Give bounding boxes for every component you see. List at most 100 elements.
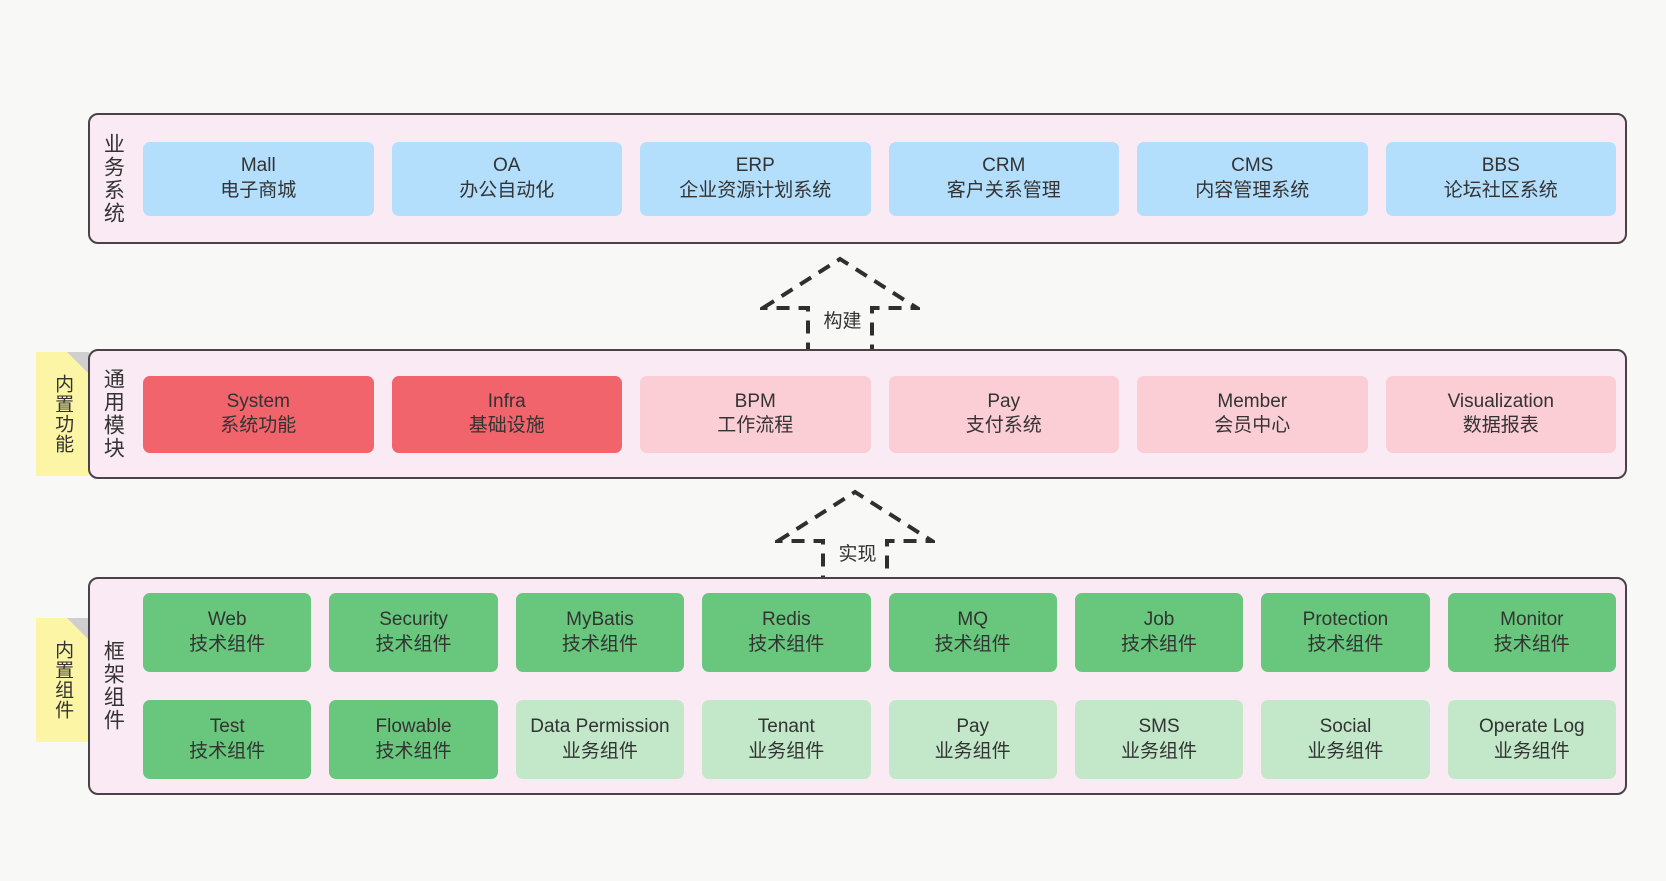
- card-subtitle: 支付系统: [965, 415, 1042, 436]
- card-slot: CRM 客户关系管理: [880, 115, 1129, 242]
- card-protection[interactable]: Protection 技术组件: [1261, 593, 1430, 672]
- card-redis[interactable]: Redis 技术组件: [702, 593, 871, 672]
- card-mybatis[interactable]: MyBatis 技术组件: [515, 593, 685, 672]
- card-slot: Data Permission 业务组件: [507, 700, 693, 779]
- card-visualization[interactable]: Visualization 数据报表: [1385, 375, 1616, 453]
- card-slot: Flowable 技术组件: [320, 700, 506, 779]
- card-title: Redis: [762, 609, 811, 631]
- layer-label-framework-components: 框架组件: [101, 640, 125, 732]
- card-title: Test: [209, 716, 245, 738]
- card-subtitle: 基础设施: [468, 415, 545, 436]
- framework-row-technical: Web 技术组件 Security 技术组件 MyBatis 技术组件: [134, 579, 1625, 686]
- card-title: System: [226, 390, 290, 412]
- card-slot: Test 技术组件: [134, 700, 320, 779]
- card-subtitle: 系统功能: [220, 415, 297, 436]
- card-slot: OA 办公自动化: [383, 115, 632, 242]
- card-pay-component[interactable]: Pay 业务组件: [888, 700, 1057, 779]
- card-subtitle: 业务组件: [1307, 740, 1384, 762]
- card-job[interactable]: Job 技术组件: [1074, 593, 1244, 672]
- note-fold-corner-icon: [67, 352, 89, 374]
- arrow-implement-label: 实现: [838, 544, 877, 565]
- common-modules-card-row: System 系统功能 Infra 基础设施 BPM 工作流程 Pay: [134, 351, 1625, 477]
- card-social[interactable]: Social 业务组件: [1261, 700, 1430, 779]
- card-title: Data Permission: [530, 716, 670, 738]
- card-subtitle: 论坛社区系统: [1443, 179, 1558, 201]
- card-slot: Security 技术组件: [320, 593, 506, 672]
- layer-framework-components: 框架组件 Web 技术组件 Security 技术组件: [88, 577, 1627, 795]
- card-title: CRM: [982, 155, 1026, 177]
- card-bbs[interactable]: BBS 论坛社区系统: [1385, 141, 1616, 216]
- card-slot: Visualization 数据报表: [1377, 351, 1626, 477]
- card-slot: Web 技术组件: [134, 593, 320, 672]
- card-title: Monitor: [1500, 609, 1564, 631]
- card-title: ERP: [735, 155, 775, 177]
- card-pay-module[interactable]: Pay 支付系统: [888, 375, 1119, 453]
- card-title: Pay: [987, 390, 1021, 412]
- card-slot: System 系统功能: [134, 351, 383, 477]
- card-cms[interactable]: CMS 内容管理系统: [1137, 141, 1368, 216]
- card-subtitle: 技术组件: [189, 740, 266, 762]
- arrow-build-label: 构建: [823, 311, 862, 332]
- card-subtitle: 技术组件: [375, 633, 452, 655]
- card-bpm[interactable]: BPM 工作流程: [640, 375, 871, 453]
- card-subtitle: 会员中心: [1214, 415, 1291, 436]
- card-crm[interactable]: CRM 客户关系管理: [888, 141, 1119, 216]
- card-title: Job: [1143, 609, 1175, 631]
- framework-row-business: Test 技术组件 Flowable 技术组件 Data Permission …: [134, 686, 1625, 793]
- card-mq[interactable]: MQ 技术组件: [888, 593, 1057, 672]
- card-oa[interactable]: OA 办公自动化: [391, 141, 622, 216]
- card-slot: Mall 电子商城: [134, 115, 383, 242]
- card-subtitle: 业务组件: [748, 740, 825, 762]
- business-systems-card-row: Mall 电子商城 OA 办公自动化 ERP 企业资源计划系统 CRM: [134, 115, 1625, 242]
- card-title: Protection: [1302, 609, 1389, 631]
- card-data-permission[interactable]: Data Permission 业务组件: [515, 700, 685, 779]
- card-title: CMS: [1231, 155, 1274, 177]
- card-slot: BBS 论坛社区系统: [1377, 115, 1626, 242]
- card-subtitle: 技术组件: [748, 633, 825, 655]
- layer-common-modules: 通用模块 System 系统功能 Infra 基础设施 BPM 工作流程: [88, 349, 1627, 479]
- card-title: BBS: [1481, 155, 1520, 177]
- card-system[interactable]: System 系统功能: [143, 375, 374, 453]
- card-slot: Pay 支付系统: [880, 351, 1129, 477]
- card-erp[interactable]: ERP 企业资源计划系统: [640, 141, 871, 216]
- card-title: OA: [493, 155, 521, 177]
- card-slot: Pay 业务组件: [880, 700, 1066, 779]
- card-operate-log[interactable]: Operate Log 业务组件: [1447, 700, 1616, 779]
- card-subtitle: 业务组件: [561, 740, 638, 762]
- card-tenant[interactable]: Tenant 业务组件: [702, 700, 871, 779]
- card-subtitle: 技术组件: [189, 633, 266, 655]
- card-member[interactable]: Member 会员中心: [1137, 375, 1368, 453]
- card-monitor[interactable]: Monitor 技术组件: [1447, 593, 1616, 672]
- card-title: Operate Log: [1478, 716, 1585, 738]
- card-slot: Protection 技术组件: [1252, 593, 1438, 672]
- arrow-implement-glyph: [775, 489, 935, 586]
- card-flowable[interactable]: Flowable 技术组件: [329, 700, 498, 779]
- card-subtitle: 企业资源计划系统: [679, 179, 832, 201]
- card-slot: MQ 技术组件: [880, 593, 1066, 672]
- card-subtitle: 客户关系管理: [946, 179, 1061, 201]
- note-label: 内置功能: [52, 374, 74, 454]
- card-subtitle: 技术组件: [1121, 633, 1198, 655]
- note-builtin-features: 内置功能: [36, 352, 89, 476]
- card-subtitle: 数据报表: [1462, 415, 1539, 436]
- card-infra[interactable]: Infra 基础设施: [391, 375, 622, 453]
- layer-label-business-systems: 业务系统: [101, 132, 125, 225]
- card-subtitle: 办公自动化: [459, 179, 555, 201]
- arrow-build-glyph: [760, 256, 920, 353]
- card-security[interactable]: Security 技术组件: [329, 593, 498, 672]
- card-subtitle: 业务组件: [1493, 740, 1570, 762]
- card-mall[interactable]: Mall 电子商城: [143, 141, 374, 216]
- card-slot: Operate Log 业务组件: [1439, 700, 1625, 779]
- card-title: MQ: [957, 609, 988, 631]
- card-web[interactable]: Web 技术组件: [143, 593, 312, 672]
- card-subtitle: 技术组件: [934, 633, 1011, 655]
- card-slot: ERP 企业资源计划系统: [631, 115, 880, 242]
- card-subtitle: 技术组件: [1307, 633, 1384, 655]
- card-test[interactable]: Test 技术组件: [143, 700, 312, 779]
- card-slot: Tenant 业务组件: [693, 700, 879, 779]
- card-sms[interactable]: SMS 业务组件: [1074, 700, 1244, 779]
- card-subtitle: 电子商城: [220, 179, 297, 201]
- card-title: Social: [1319, 716, 1372, 738]
- card-slot: Social 业务组件: [1252, 700, 1438, 779]
